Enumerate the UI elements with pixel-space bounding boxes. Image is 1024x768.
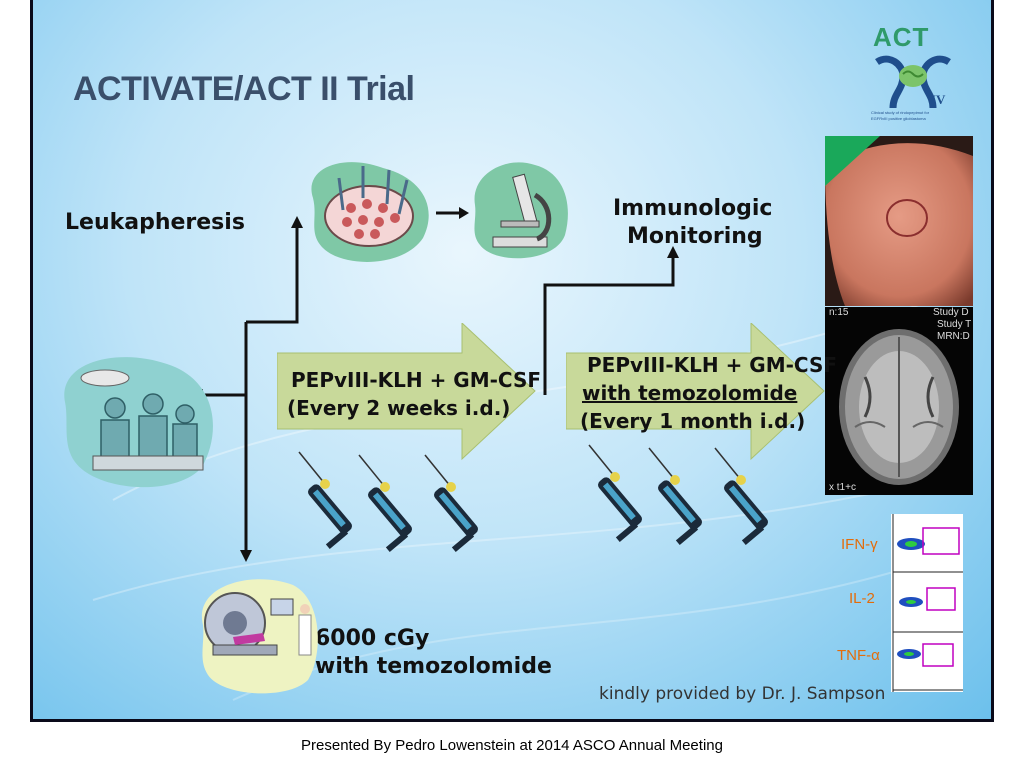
phase1-line1: PEPvIII-KLH + GM-CSF xyxy=(291,368,542,392)
logo-tagline-2: EGFRvIII positive glioblastoma xyxy=(871,116,926,121)
mri-label-tr3: MRN:D xyxy=(937,331,970,342)
immunologic-label-1: Immunologic xyxy=(613,196,773,221)
syringe-icon xyxy=(424,454,481,553)
mri-label-tl: n:15 xyxy=(829,307,849,318)
syringe-icon xyxy=(298,451,355,550)
slide: ACTIVATE/ACT II Trial ACT IV Clinical st… xyxy=(30,0,994,722)
phase1-line2: (Every 2 weeks i.d.) xyxy=(287,396,511,420)
phase2-line1: PEPvIII-KLH + GM-CSF xyxy=(587,353,838,377)
phase2-line2: with temozolomide xyxy=(582,381,798,405)
syringe-icon xyxy=(588,444,645,543)
syringe-icon xyxy=(358,454,415,553)
flow-cytometry-plot xyxy=(891,514,963,692)
flow-connectors xyxy=(191,207,679,562)
microscope-icon xyxy=(474,162,568,259)
footer-text: Presented By Pedro Lowenstein at 2014 AS… xyxy=(301,737,723,754)
slide-title: ACTIVATE/ACT II Trial xyxy=(73,70,415,108)
act-logo: ACT IV Clinical study of rindopepimut fo… xyxy=(869,22,959,130)
leukapheresis-label: Leukapheresis xyxy=(65,210,245,235)
surgery-team-icon xyxy=(64,357,213,488)
phase2-arrow xyxy=(566,323,825,461)
immunologic-label-2: Monitoring xyxy=(627,224,763,249)
radiation-label-1: 6000 cGy xyxy=(315,626,430,651)
logo-text: ACT xyxy=(873,22,930,52)
radiation-label-2: with temozolomide xyxy=(315,654,552,679)
brain-mri-image xyxy=(825,307,973,495)
cytokine-tnf: TNF-α xyxy=(837,647,880,664)
logo-tagline-1: Clinical study of rindopepimut for xyxy=(871,110,930,115)
cytokine-ifn: IFN-γ xyxy=(841,536,878,553)
syringes xyxy=(298,444,771,553)
mri-label-bl: x t1+c xyxy=(829,482,856,493)
phase2-line3: (Every 1 month i.d.) xyxy=(580,409,806,433)
phase1-arrow xyxy=(277,323,536,461)
syringe-icon xyxy=(714,447,771,546)
syringe-icon xyxy=(648,447,705,546)
cytokine-il2: IL-2 xyxy=(849,590,875,607)
cell-culture-plate-icon xyxy=(311,162,429,262)
mri-label-tr1: Study D xyxy=(933,307,969,318)
radiation-scanner-icon xyxy=(201,579,318,694)
logo-roman: IV xyxy=(931,92,946,107)
mri-label-tr2: Study T xyxy=(937,319,972,330)
credit-text: kindly provided by Dr. J. Sampson xyxy=(599,684,886,704)
logo-brain-icon xyxy=(875,55,951,109)
skin-reaction-photo xyxy=(825,136,973,306)
